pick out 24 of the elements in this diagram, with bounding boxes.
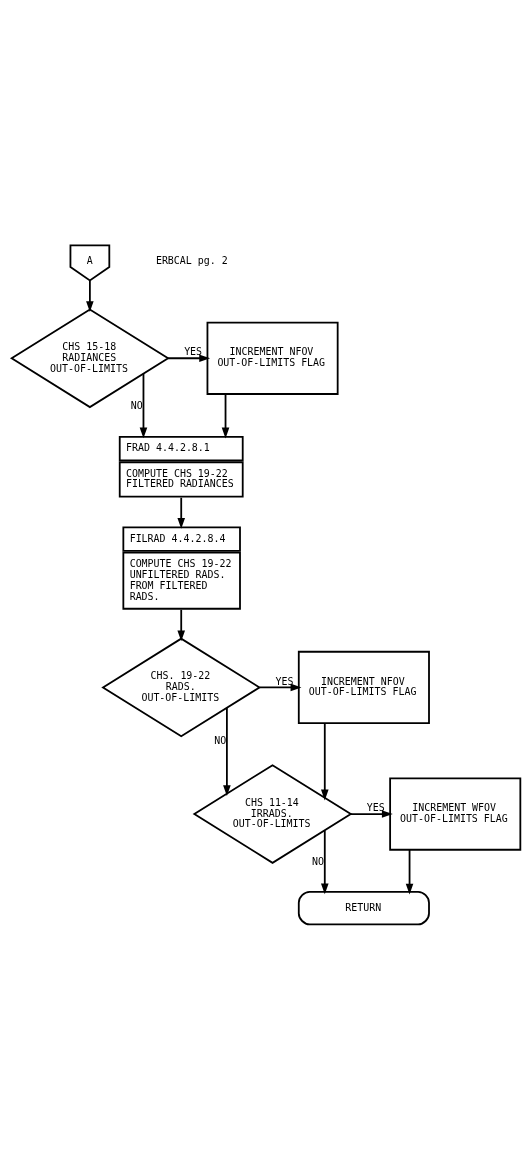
- arrow: [320, 829, 329, 894]
- node-box: RETURN: [297, 890, 430, 925]
- edge-label: NO: [312, 855, 325, 867]
- arrow: [167, 353, 211, 362]
- edge-label: YES: [184, 345, 203, 357]
- edge-label: YES: [275, 675, 294, 687]
- node-box: INCREMENT NFOV OUT-OF-LIMITS FLAG: [206, 321, 339, 395]
- arrow: [320, 722, 329, 800]
- label: ERBCAL pg. 2: [155, 254, 228, 266]
- edge-label: NO: [130, 399, 143, 411]
- arrow: [221, 392, 230, 438]
- arrow: [258, 683, 302, 691]
- arrow: [349, 809, 393, 818]
- arrow: [86, 279, 94, 312]
- arrow: [223, 706, 231, 796]
- arrow: [405, 848, 414, 894]
- arrow: [139, 372, 148, 438]
- node-box: INCREMENT NFOV OUT-OF-LIMITS FLAG: [297, 650, 430, 724]
- edge-label: NO: [214, 734, 227, 746]
- arrow: [177, 608, 186, 641]
- arrow: [177, 496, 186, 529]
- edge-label: YES: [366, 801, 385, 813]
- node-diamond: CHS. 19-22 RADS. OUT-OF-LIMITS: [101, 637, 262, 737]
- node-box: INCREMENT WFOV OUT-OF-LIMITS FLAG: [389, 776, 522, 851]
